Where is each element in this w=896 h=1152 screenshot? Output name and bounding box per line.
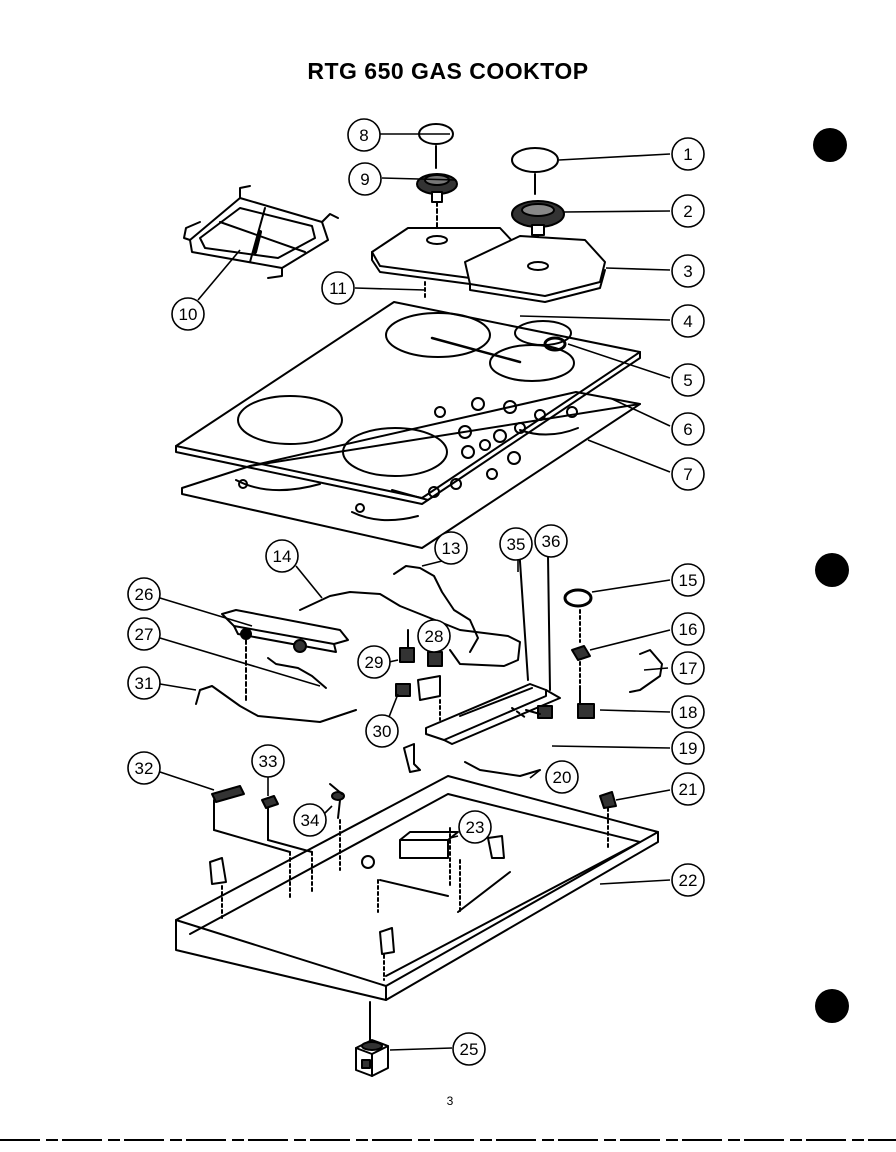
callout-14: 14 <box>265 539 299 573</box>
svg-text:26: 26 <box>135 585 154 604</box>
callout-5: 5 <box>671 363 705 397</box>
clip-33 <box>261 795 279 809</box>
callout-11: 11 <box>321 271 355 305</box>
page-title: RTG 650 GAS COOKTOP <box>307 58 589 84</box>
svg-text:30: 30 <box>373 722 392 741</box>
gas-tubing <box>195 565 663 777</box>
svg-text:3: 3 <box>683 262 692 281</box>
callout-bubbles: 1 2 3 4 5 6 7 8 9 10 11 13 14 15 16 17 1… <box>127 118 705 1066</box>
svg-text:32: 32 <box>135 759 154 778</box>
svg-text:22: 22 <box>679 871 698 890</box>
callout-2: 2 <box>671 194 705 228</box>
svg-text:25: 25 <box>460 1040 479 1059</box>
svg-text:17: 17 <box>679 659 698 678</box>
svg-text:6: 6 <box>683 420 692 439</box>
burner-cap-large <box>511 147 559 173</box>
svg-text:11: 11 <box>329 279 347 298</box>
burner-head-small <box>416 173 458 203</box>
cooktop-top <box>175 301 641 505</box>
svg-text:34: 34 <box>301 811 320 830</box>
burner-head-large <box>511 200 565 236</box>
ignition-knob-ring <box>563 588 593 608</box>
binder-hole-middle <box>815 553 849 587</box>
callout-28: 28 <box>417 619 451 653</box>
callout-35: 35 <box>499 527 533 561</box>
svg-text:16: 16 <box>679 620 698 639</box>
callout-13: 13 <box>434 531 468 565</box>
svg-text:36: 36 <box>542 532 561 551</box>
callout-3: 3 <box>671 254 705 288</box>
callout-31: 31 <box>127 666 161 700</box>
binder-holes <box>813 128 849 1023</box>
leader-lines <box>159 133 671 1051</box>
callout-36: 36 <box>534 524 568 558</box>
svg-text:19: 19 <box>679 739 698 758</box>
cooktop-frame <box>181 391 641 549</box>
callout-25: 25 <box>452 1032 486 1066</box>
callout-30: 30 <box>365 714 399 748</box>
svg-text:1: 1 <box>683 145 692 164</box>
callout-16: 16 <box>671 612 705 646</box>
binder-hole-top <box>813 128 847 162</box>
svg-text:13: 13 <box>442 539 461 558</box>
callout-19: 19 <box>671 731 705 765</box>
callout-4: 4 <box>671 304 705 338</box>
svg-text:18: 18 <box>679 703 698 722</box>
base-pan <box>175 775 659 1001</box>
svg-text:9: 9 <box>360 170 369 189</box>
svg-text:15: 15 <box>679 571 698 590</box>
svg-text:28: 28 <box>425 627 444 646</box>
callout-23: 23 <box>458 810 492 844</box>
spark-module-34 <box>329 783 345 819</box>
binder-hole-bottom <box>815 989 849 1023</box>
svg-text:5: 5 <box>683 371 692 390</box>
svg-text:27: 27 <box>135 625 154 644</box>
svg-text:20: 20 <box>553 768 572 787</box>
svg-text:10: 10 <box>179 305 198 324</box>
svg-text:14: 14 <box>273 547 292 566</box>
pressure-regulator <box>355 1001 389 1077</box>
callout-1: 1 <box>671 137 705 171</box>
svg-text:2: 2 <box>683 202 692 221</box>
callout-22: 22 <box>671 863 705 897</box>
page-number: 3 <box>446 1094 454 1108</box>
callout-33: 33 <box>251 744 285 778</box>
svg-text:31: 31 <box>135 674 154 693</box>
burner-grate <box>183 185 339 279</box>
callout-9: 9 <box>348 162 382 196</box>
svg-text:29: 29 <box>365 653 384 672</box>
callout-10: 10 <box>171 297 205 331</box>
callout-17: 17 <box>671 651 705 685</box>
svg-text:35: 35 <box>507 535 526 554</box>
callout-27: 27 <box>127 617 161 651</box>
callout-18: 18 <box>671 695 705 729</box>
callout-6: 6 <box>671 412 705 446</box>
callout-20: 20 <box>545 760 579 794</box>
svg-text:7: 7 <box>683 465 692 484</box>
callout-15: 15 <box>671 563 705 597</box>
svg-text:8: 8 <box>359 126 368 145</box>
callout-8: 8 <box>347 118 381 152</box>
svg-text:4: 4 <box>683 312 692 331</box>
svg-text:23: 23 <box>466 818 485 837</box>
burner-box <box>371 227 606 303</box>
callout-29: 29 <box>357 645 391 679</box>
callout-21: 21 <box>671 772 705 806</box>
svg-text:21: 21 <box>679 780 698 799</box>
callout-34: 34 <box>293 803 327 837</box>
callout-7: 7 <box>671 457 705 491</box>
callout-32: 32 <box>127 751 161 785</box>
callout-26: 26 <box>127 577 161 611</box>
mounting-bracket-32 <box>211 785 245 803</box>
svg-text:33: 33 <box>259 752 278 771</box>
